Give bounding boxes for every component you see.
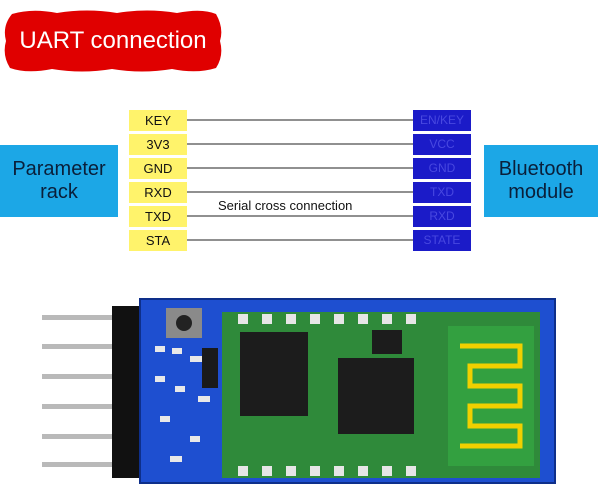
parameter-rack-box: Parameter rack <box>0 145 118 217</box>
banner-title: UART connection <box>19 27 207 54</box>
banner-shape <box>4 10 222 72</box>
parameter-rack-label-line1: Parameter <box>12 158 106 180</box>
bluetooth-module-label-line1: Bluetooth <box>498 158 584 180</box>
right-pin: STATE <box>413 230 471 251</box>
bluetooth-module-box: Bluetooth module <box>484 145 598 217</box>
parameter-rack-label-line2: rack <box>40 181 78 203</box>
bluetooth-module-label-line2: module <box>508 181 574 203</box>
parameter-rack-pins: KEY 3V3 GND RXD TXD STA <box>129 110 187 254</box>
right-pin: GND <box>413 158 471 179</box>
right-pin: EN/KEY <box>413 110 471 131</box>
right-pin: TXD <box>413 182 471 203</box>
connection-lines <box>187 119 413 241</box>
right-pin: RXD <box>413 206 471 227</box>
right-pin: VCC <box>413 134 471 155</box>
serial-cross-connection-label: Serial cross connection <box>218 198 353 213</box>
left-pin: RXD <box>129 182 187 203</box>
bluetooth-module-pins: EN/KEY VCC GND TXD RXD STATE <box>413 110 471 254</box>
left-pin: 3V3 <box>129 134 187 155</box>
reset-button-icon <box>166 308 202 338</box>
bluetooth-chip-icon <box>338 358 414 434</box>
left-pin: TXD <box>129 206 187 227</box>
antenna-trace-icon <box>460 343 523 449</box>
smd-components <box>155 346 218 462</box>
header-pins <box>42 306 140 478</box>
castellated-pads <box>238 314 416 476</box>
left-pin: GND <box>129 158 187 179</box>
hc05-module-illustration <box>42 298 556 484</box>
left-pin: KEY <box>129 110 187 131</box>
flash-chip-icon <box>240 332 308 416</box>
left-pin: STA <box>129 230 187 251</box>
uart-banner: UART connection <box>2 8 224 74</box>
small-chip-icon <box>372 330 402 354</box>
